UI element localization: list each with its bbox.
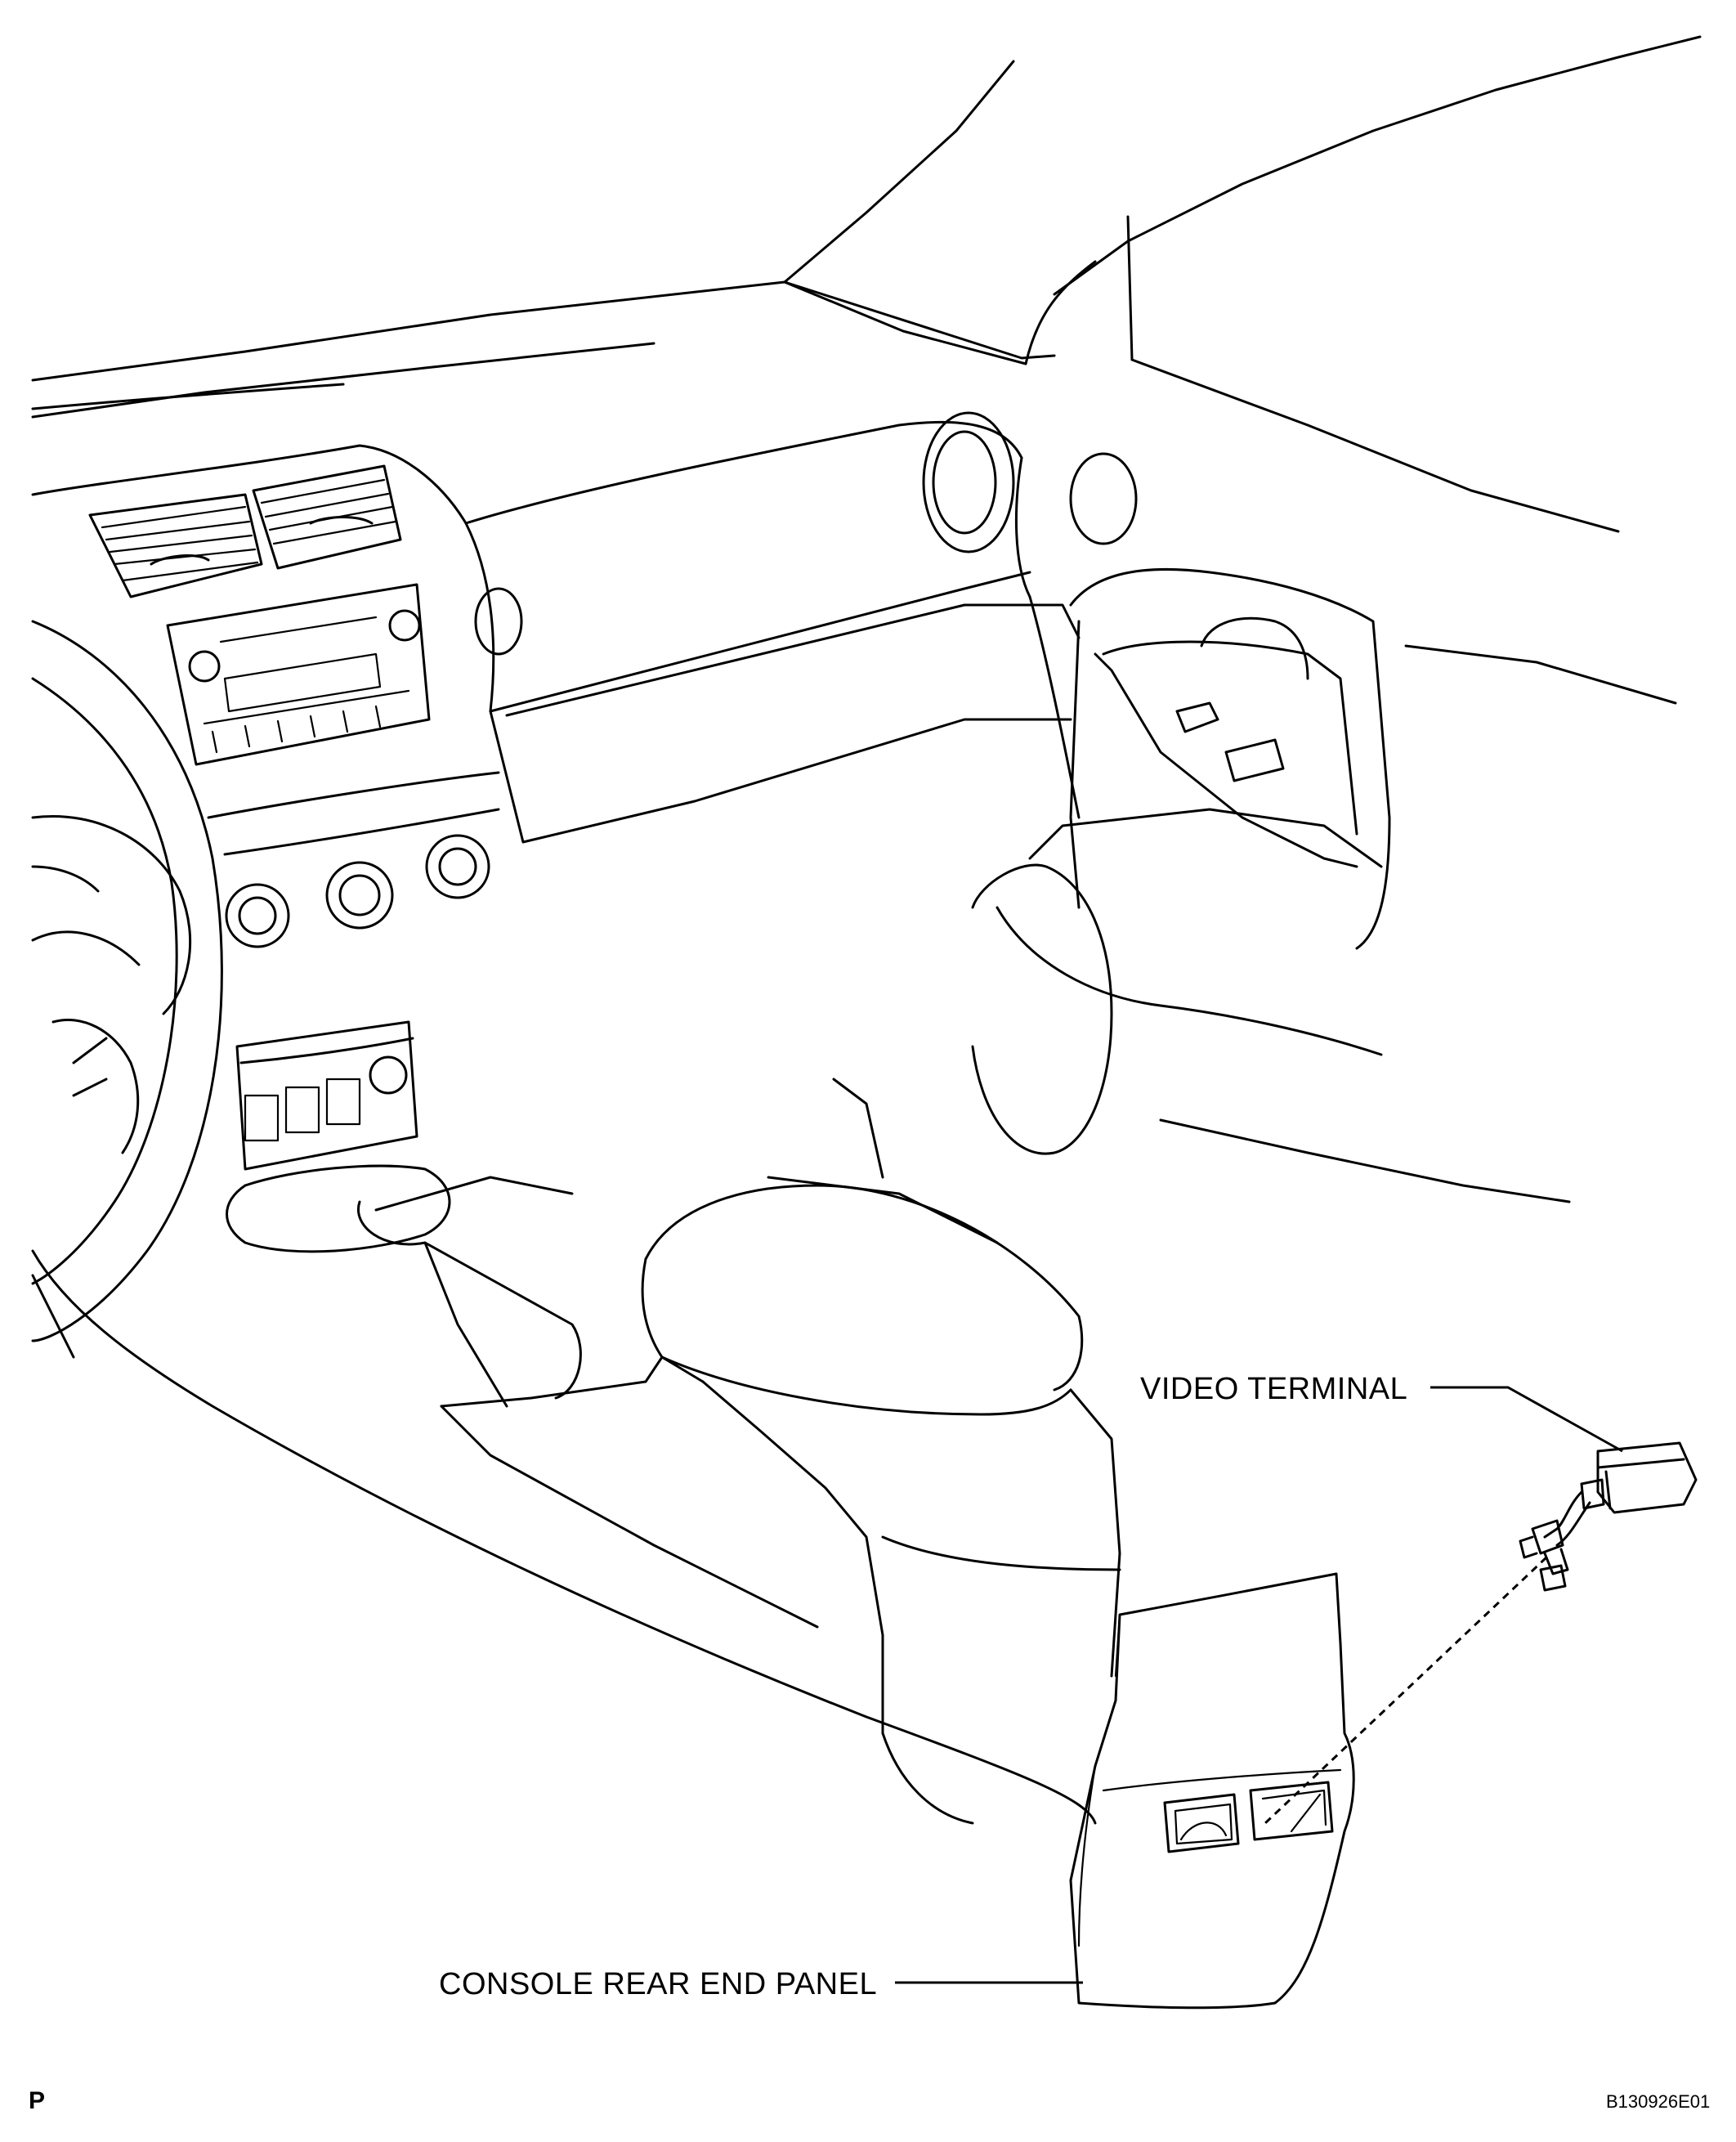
video-terminal-leader xyxy=(1430,1386,1623,1453)
steering-wheel xyxy=(31,620,223,1342)
floor-lines xyxy=(31,808,1571,1825)
center-vents xyxy=(88,464,402,598)
center-console xyxy=(440,1184,1121,1825)
side-vent xyxy=(474,411,1138,656)
climate-knobs xyxy=(207,771,500,948)
video-terminal-label: VIDEO TERMINAL xyxy=(1140,1372,1408,1406)
windshield-lines xyxy=(783,35,1702,705)
video-terminal-connector-icon xyxy=(1519,1441,1698,1592)
audio-head-unit xyxy=(166,583,431,766)
console-rear-end-panel-icon xyxy=(1069,1572,1355,2010)
console-rear-end-panel-label: CONSOLE REAR END PANEL xyxy=(439,1967,878,2001)
figure-code: B130926E01 xyxy=(1606,2091,1711,2112)
shifter-area xyxy=(226,1020,582,1408)
install-dashed-line xyxy=(1264,1556,1548,1825)
corner-mark: P xyxy=(29,2087,46,2114)
door-panel xyxy=(1069,567,1391,950)
dashboard-top xyxy=(31,280,1081,844)
